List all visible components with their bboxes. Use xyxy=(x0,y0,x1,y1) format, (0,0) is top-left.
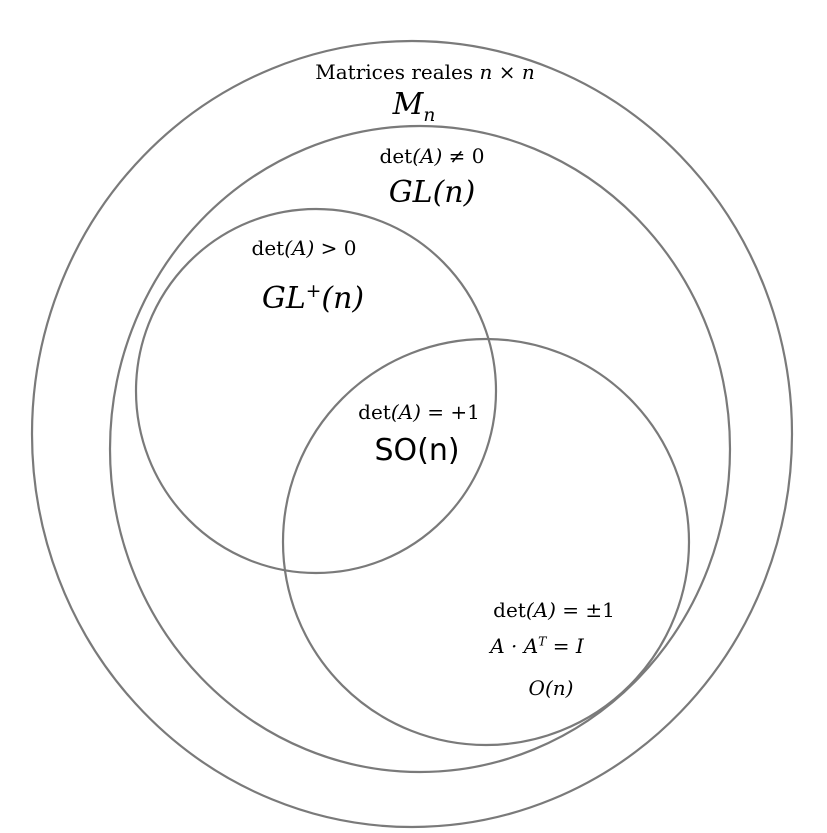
mn-subscript: n xyxy=(423,105,436,126)
glplus-superscript: + xyxy=(305,281,322,302)
det-fn: det xyxy=(379,144,413,168)
real-matrices-set-boundary xyxy=(30,39,794,829)
det-arg: (A) xyxy=(412,144,443,168)
gl-n-condition: det(A) ≠ 0 xyxy=(380,146,485,166)
a-times-a: A · A xyxy=(490,634,539,658)
real-matrices-text: Matrices reales xyxy=(315,60,480,84)
det-arg: (A) xyxy=(284,236,315,260)
transpose-superscript: T xyxy=(538,633,547,649)
glplus-base: GL xyxy=(261,281,306,316)
glplus-arg: (n) xyxy=(321,281,365,316)
det-rel: > 0 xyxy=(314,236,357,260)
det-fn: det xyxy=(358,400,391,424)
o-n-name: O(n) xyxy=(528,676,574,700)
mn-name: Mn xyxy=(392,87,436,125)
o-n-set-boundary xyxy=(281,337,691,747)
gl-arg: (n) xyxy=(432,175,476,210)
o-n-condition: det(A) = ±1 xyxy=(493,600,615,620)
det-fn: det xyxy=(251,236,285,260)
dimension-math: n × n xyxy=(479,60,535,84)
det-rel: = +1 xyxy=(420,400,480,424)
det-arg: (A) xyxy=(390,400,421,424)
o-n-orthogonality-condition: A · AT = I xyxy=(490,633,584,658)
mn-base: M xyxy=(392,87,424,122)
so-n-name: SO(n) xyxy=(374,433,460,468)
det-rel: = ±1 xyxy=(555,598,615,622)
det-arg: (A) xyxy=(525,598,556,622)
gl-base: GL xyxy=(388,175,433,210)
gl-n-name: GL(n) xyxy=(389,178,476,208)
gl-plus-condition: det(A) > 0 xyxy=(252,238,357,258)
gl-n-set-boundary xyxy=(108,124,732,774)
det-fn: det xyxy=(493,598,526,622)
gl-plus-set-boundary xyxy=(134,207,498,575)
real-matrices-condition: Matrices reales n × n xyxy=(315,62,534,82)
det-rel: ≠ 0 xyxy=(442,144,485,168)
equals-identity: = I xyxy=(546,634,584,658)
gl-plus-name: GL+(n) xyxy=(261,281,365,316)
so-n-condition: det(A) = +1 xyxy=(358,402,480,422)
